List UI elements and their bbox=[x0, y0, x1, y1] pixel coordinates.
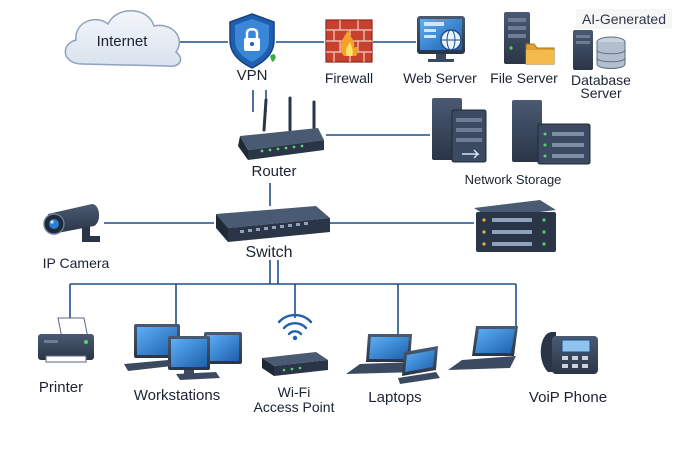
router-icon bbox=[238, 96, 324, 160]
label-wifi-line2: Access Point bbox=[253, 399, 335, 415]
workstations-icon bbox=[124, 324, 242, 380]
firewall-icon bbox=[325, 19, 373, 63]
monitor-globe-icon bbox=[417, 16, 465, 62]
label-ip-camera: IP Camera bbox=[42, 255, 110, 271]
ai-generated-badge: AI-Generated bbox=[575, 9, 672, 29]
label-wifi-line1: Wi-Fi bbox=[277, 384, 311, 400]
cloud-icon bbox=[64, 10, 182, 68]
label-voip-phone: VoiP Phone bbox=[528, 389, 608, 406]
laptops-icon bbox=[346, 334, 440, 384]
printer-icon bbox=[38, 317, 94, 363]
label-printer: Printer bbox=[38, 379, 84, 396]
label-database-server-line1: Database bbox=[571, 72, 631, 88]
label-file-server: File Server bbox=[490, 70, 558, 86]
rack-server-icon bbox=[474, 200, 556, 252]
label-vpn: VPN bbox=[236, 67, 268, 84]
connection-lines bbox=[69, 41, 517, 334]
label-laptops: Laptops bbox=[368, 389, 422, 406]
voip-phone-icon bbox=[540, 332, 598, 374]
file-server-icon bbox=[504, 12, 555, 65]
wifi-access-point-icon bbox=[262, 313, 328, 376]
label-network-storage: Network Storage bbox=[464, 172, 562, 187]
network-storage-icon bbox=[432, 98, 591, 165]
shield-icon bbox=[229, 13, 276, 69]
label-router: Router bbox=[251, 163, 297, 180]
label-firewall: Firewall bbox=[324, 70, 374, 86]
label-web-server: Web Server bbox=[403, 70, 477, 86]
switch-icon bbox=[216, 206, 330, 242]
ip-camera-icon bbox=[43, 204, 100, 242]
label-workstations: Workstations bbox=[133, 387, 221, 404]
label-switch: Switch bbox=[245, 244, 293, 261]
database-server-icon bbox=[573, 30, 626, 70]
label-database-server-line2: Server bbox=[580, 85, 622, 101]
laptop-icon bbox=[448, 326, 518, 370]
label-internet: Internet bbox=[96, 33, 148, 50]
